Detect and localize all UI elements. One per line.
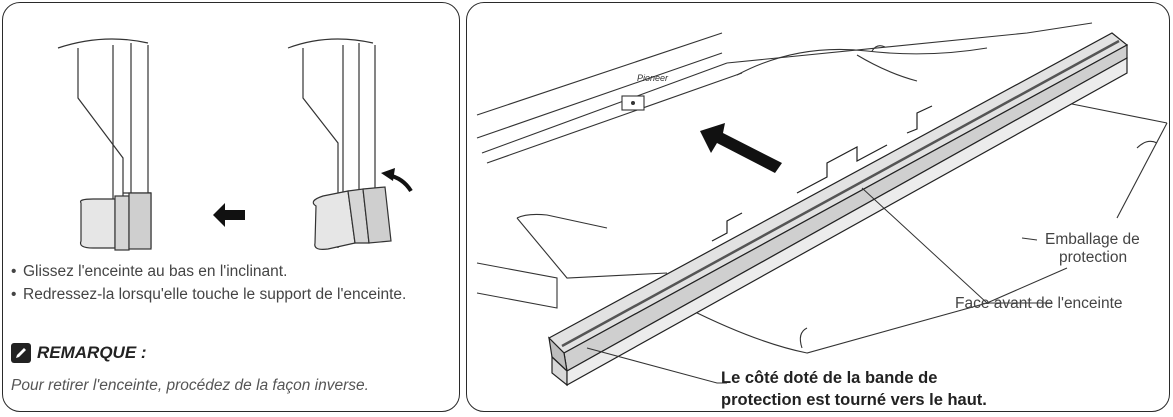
left-instruction-panel: •Glissez l'enceinte au bas en l'inclinan… [2, 2, 460, 412]
list-item: •Glissez l'enceinte au bas en l'inclinan… [11, 263, 288, 280]
note-header: REMARQUE : [11, 341, 147, 365]
note-label: REMARQUE : [37, 343, 147, 362]
push-arrow-icon [700, 123, 782, 173]
wall-mount-illustration [57, 38, 413, 251]
packaging-label: Emballage de protection [1045, 231, 1140, 266]
slide-left-arrow-icon [213, 203, 245, 227]
curved-arrow-icon [381, 168, 413, 193]
right-illustration-panel: Pioneer Emballage de protection [466, 2, 1170, 412]
pioneer-logo: Pioneer [637, 73, 669, 83]
front-label: Face avant de l'enceinte [955, 295, 1123, 312]
speaker-packaging-illustration: Pioneer [476, 22, 1168, 387]
instruction-bullet-list: •Glissez l'enceinte au bas en l'inclinan… [11, 261, 451, 307]
speaker-bar [548, 32, 1129, 387]
pencil-note-icon [11, 343, 31, 363]
tv-bracket [621, 95, 645, 111]
strip-label: Le côté doté de la bande de protection e… [721, 369, 987, 409]
note-text: Pour retirer l'enceinte, procédez de la … [11, 377, 369, 394]
list-item: •Redressez-la lorsqu'elle touche le supp… [11, 286, 407, 303]
